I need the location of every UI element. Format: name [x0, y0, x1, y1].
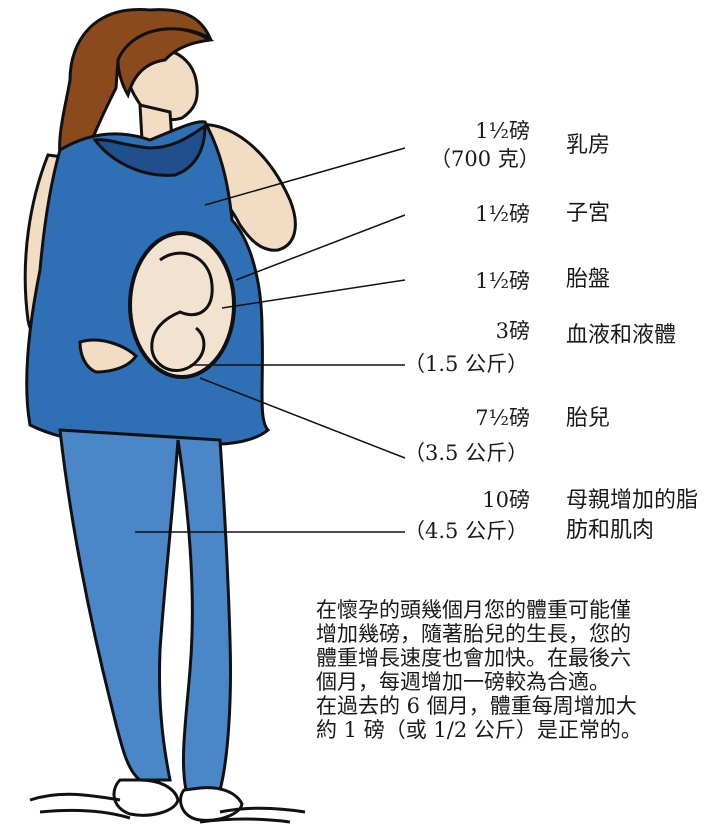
fetus-weight: 7½磅	[475, 405, 530, 431]
breast-label: 乳房	[566, 132, 610, 160]
fat-label-line2: 肪和肌肉	[566, 517, 654, 545]
note-line: 在過去的 6 個月，體重每周增加大	[316, 694, 726, 718]
right-shoe	[181, 788, 242, 821]
left-shoe	[114, 780, 178, 815]
placenta-weight: 1½磅	[475, 268, 530, 294]
blood-weight: 3磅	[496, 318, 530, 344]
note-line: 個月，每週增加一磅較為合適。	[316, 670, 726, 694]
fetus-metric: （3.5 公斤）	[404, 440, 528, 466]
note-line: 體重增長速度也會加快。在最後六	[316, 646, 726, 670]
breast-metric: （700 克）	[430, 146, 540, 172]
fat-metric: （4.5 公斤）	[404, 518, 528, 544]
note-line: 在懷孕的頭幾個月您的體重可能僅	[316, 598, 726, 622]
leggings	[60, 430, 231, 790]
blood-metric: （1.5 公斤）	[404, 351, 528, 377]
note-line: 約 1 磅（或 1/2 公斤）是正常的。	[316, 718, 726, 742]
fat-label: 母親增加的脂	[566, 487, 698, 515]
breast-weight: 1½磅	[475, 118, 530, 144]
uterus-weight: 1½磅	[475, 201, 530, 227]
uterus-label: 子宮	[566, 200, 610, 228]
fetus-label: 胎兒	[566, 405, 610, 433]
weight-gain-note: 在懷孕的頭幾個月您的體重可能僅 增加幾磅，隨著胎兒的生長，您的 體重增長速度也會…	[316, 598, 726, 742]
note-line: 增加幾磅，隨著胎兒的生長，您的	[316, 622, 726, 646]
fat-weight: 10磅	[482, 487, 530, 513]
blood-label: 血液和液體	[566, 322, 676, 350]
placenta-label: 胎盤	[566, 266, 610, 294]
